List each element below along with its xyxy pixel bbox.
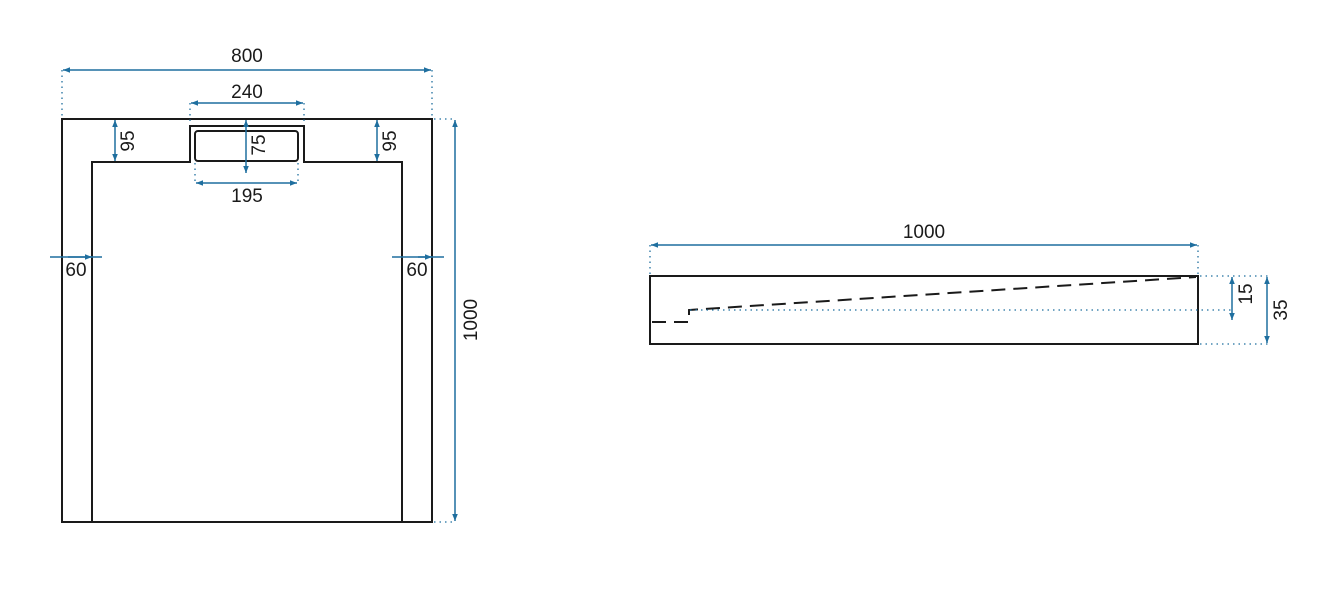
label-total-height: 35 [1271, 299, 1292, 320]
label-side-length: 1000 [903, 222, 945, 243]
label-border-left: 60 [65, 260, 86, 281]
side-view: 1000 15 35 [649, 222, 1292, 345]
label-slope-drop: 15 [1236, 283, 1257, 304]
label-channel-inner-width: 195 [231, 186, 263, 207]
label-overall-width: 800 [231, 46, 263, 67]
slope-line [652, 276, 1197, 323]
tray-side-outline [649, 275, 1199, 345]
label-border-top-left: 95 [118, 130, 139, 151]
tray-outer-outline [61, 118, 433, 523]
label-channel-outer-width: 240 [231, 82, 263, 103]
label-overall-length: 1000 [461, 299, 482, 341]
label-border-right: 60 [406, 260, 427, 281]
top-view: 800 240 195 75 95 95 60 60 1000 [50, 46, 482, 523]
label-border-top-right: 95 [380, 130, 401, 151]
label-channel-depth: 75 [249, 134, 270, 155]
